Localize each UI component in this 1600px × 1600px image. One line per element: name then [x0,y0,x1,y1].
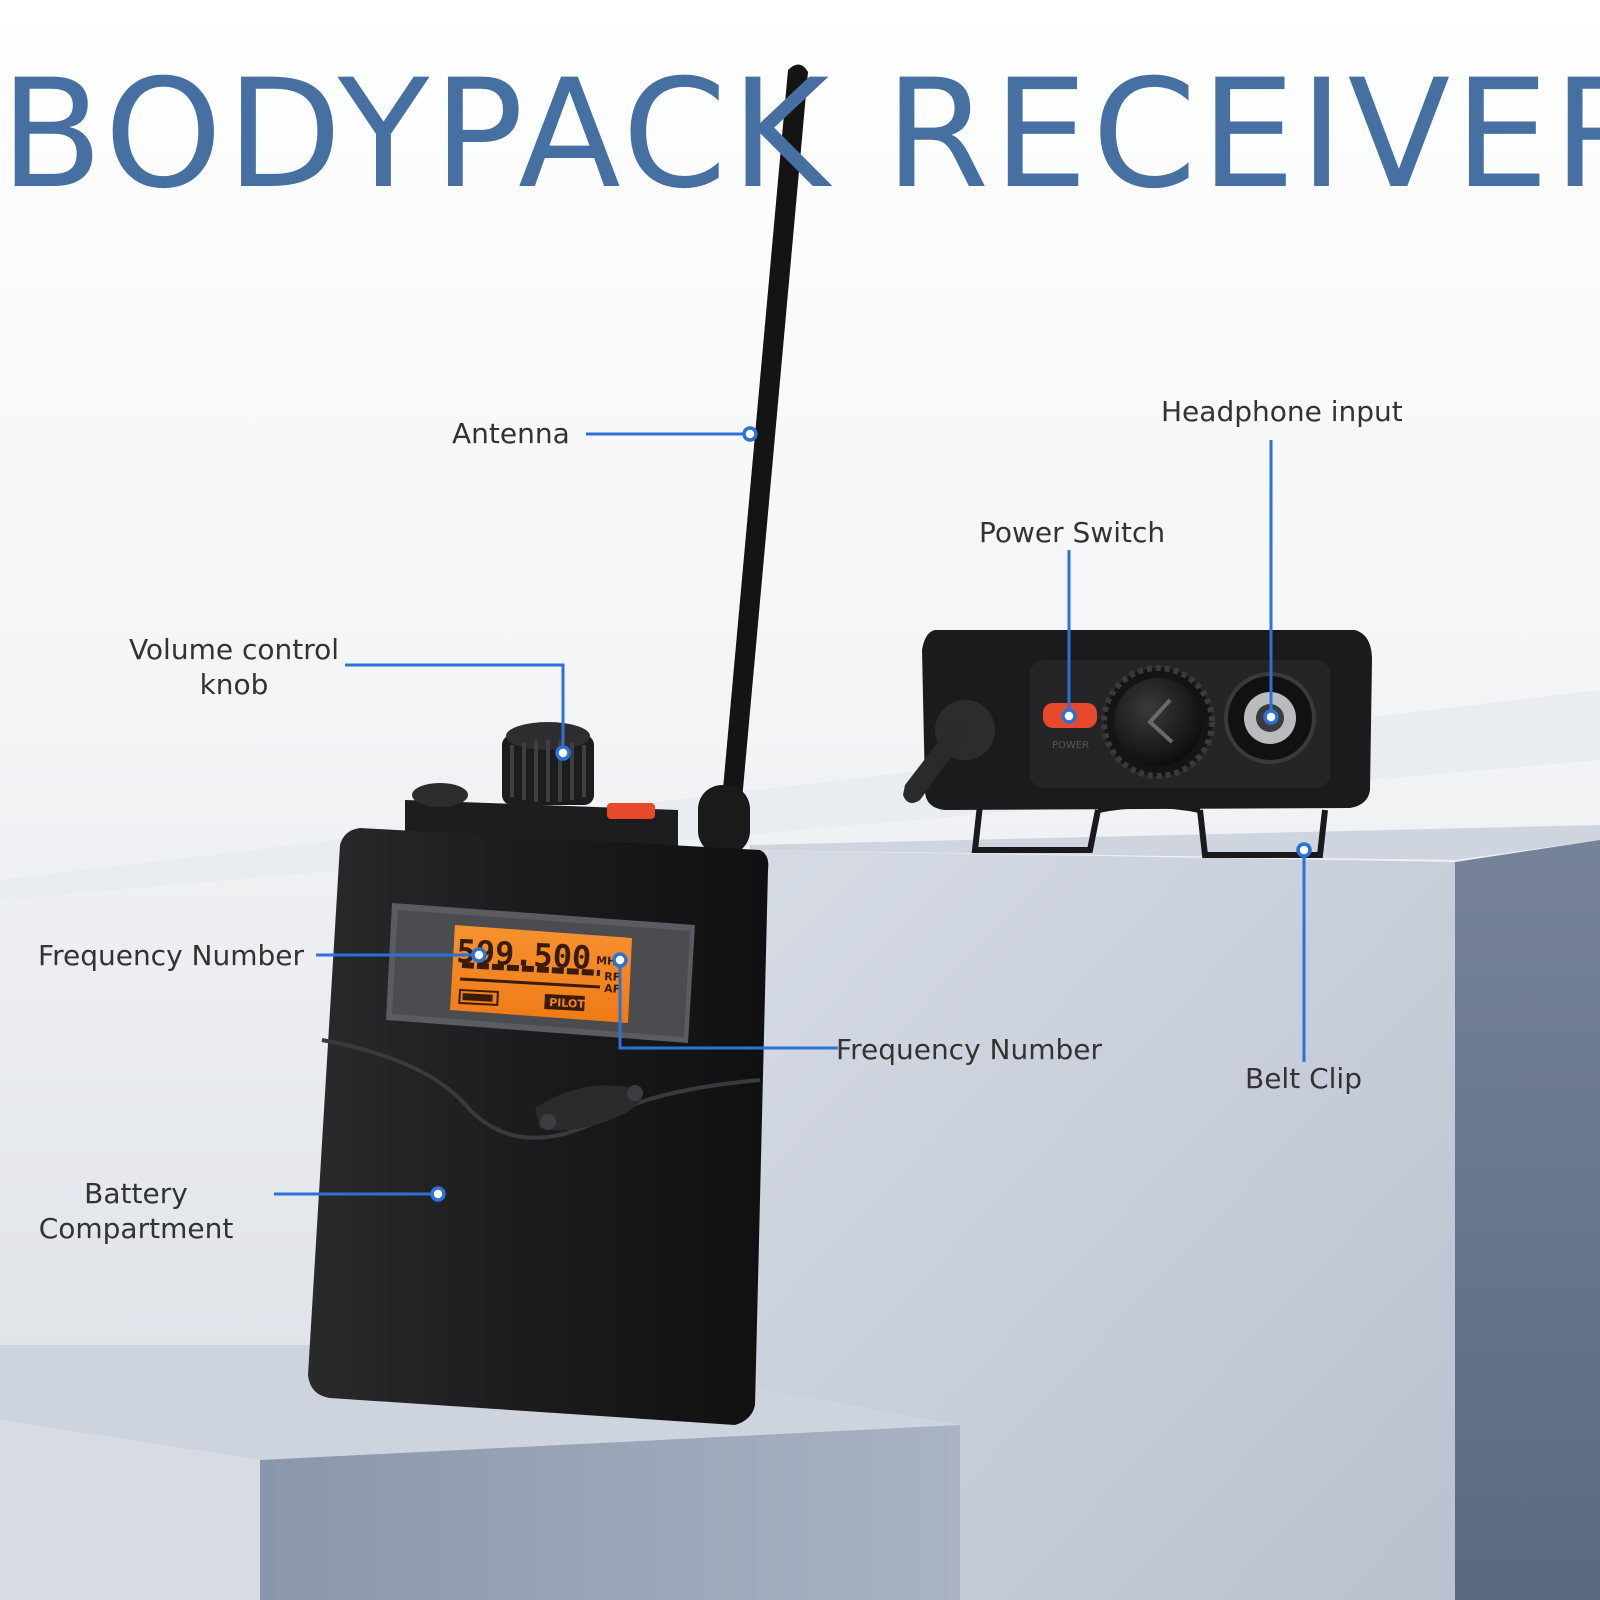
headphone-jack-front [412,783,468,807]
label-belt-clip: Belt Clip [1245,1062,1362,1095]
pedestal-right-front [750,850,1455,1600]
volume-wheel[interactable] [1101,665,1215,779]
callout-dot-antenna [742,426,758,442]
callout-line-frequency-right [618,960,838,1050]
callout-line-volume [345,663,565,753]
label-headphone-input: Headphone input [1161,395,1403,428]
lcd-af-meter [459,977,601,989]
callout-dot-power [1061,708,1077,724]
antenna [722,64,808,800]
lcd-pilot: PILOT [549,996,586,1011]
page-title: BODYPACK RECEIVER [0,48,1600,222]
callout-dot-belt-clip [1296,842,1312,858]
antenna-base [698,785,750,855]
callout-dot-headphone [1263,709,1279,725]
latch-screw-right [627,1085,643,1101]
battery-compartment-door[interactable] [321,1038,761,1140]
power-switch-label: POWER [1052,740,1089,751]
lcd-battery-icon [458,988,499,1007]
lcd-rf-meter [461,962,601,976]
pedestal-right-top [750,825,1600,860]
pedestal-left-front [0,1420,260,1600]
callout-lines [274,432,1306,1196]
volume-knob[interactable] [502,722,594,805]
label-battery-line1: Battery [84,1177,188,1210]
label-battery-compartment: Battery Compartment [36,1176,236,1246]
antenna-stub [903,720,970,804]
lcd-rf: RF [604,970,621,984]
lcd-battery-level [462,993,493,1002]
belt-clip[interactable] [971,802,1328,858]
bodypack-front: 599.500 MHz RF AF PILOT [308,64,808,1425]
label-frequency-right: Frequency Number [836,1033,1103,1066]
callout-dot-frequency-right [612,952,628,968]
power-button-front[interactable] [607,803,655,819]
lcd-af: AF [604,982,621,996]
callout-dot-frequency-left [471,947,487,963]
label-frequency-left: Frequency Number [38,939,305,972]
callout-dots [430,426,1312,1202]
callout-dot-volume [555,745,571,761]
lcd-pilot-box [544,994,585,1012]
battery-latch[interactable] [535,1085,642,1131]
label-volume-line1: Volume control [128,633,340,666]
label-volume-line2: knob [199,668,269,701]
label-power-switch: Power Switch [979,516,1166,549]
label-antenna: Antenna [452,417,570,450]
pedestal-left-side [260,1425,960,1600]
latch-screw-left [540,1114,556,1130]
label-volume-control: Volume control knob [120,632,348,702]
label-battery-line2: Compartment [38,1212,234,1245]
bodypack-top-view: POWER [903,630,1372,858]
pedestal-right-side [1455,840,1600,1600]
callout-dot-battery [430,1186,446,1202]
lcd-screen: 599.500 MHz RF AF PILOT [450,925,632,1023]
